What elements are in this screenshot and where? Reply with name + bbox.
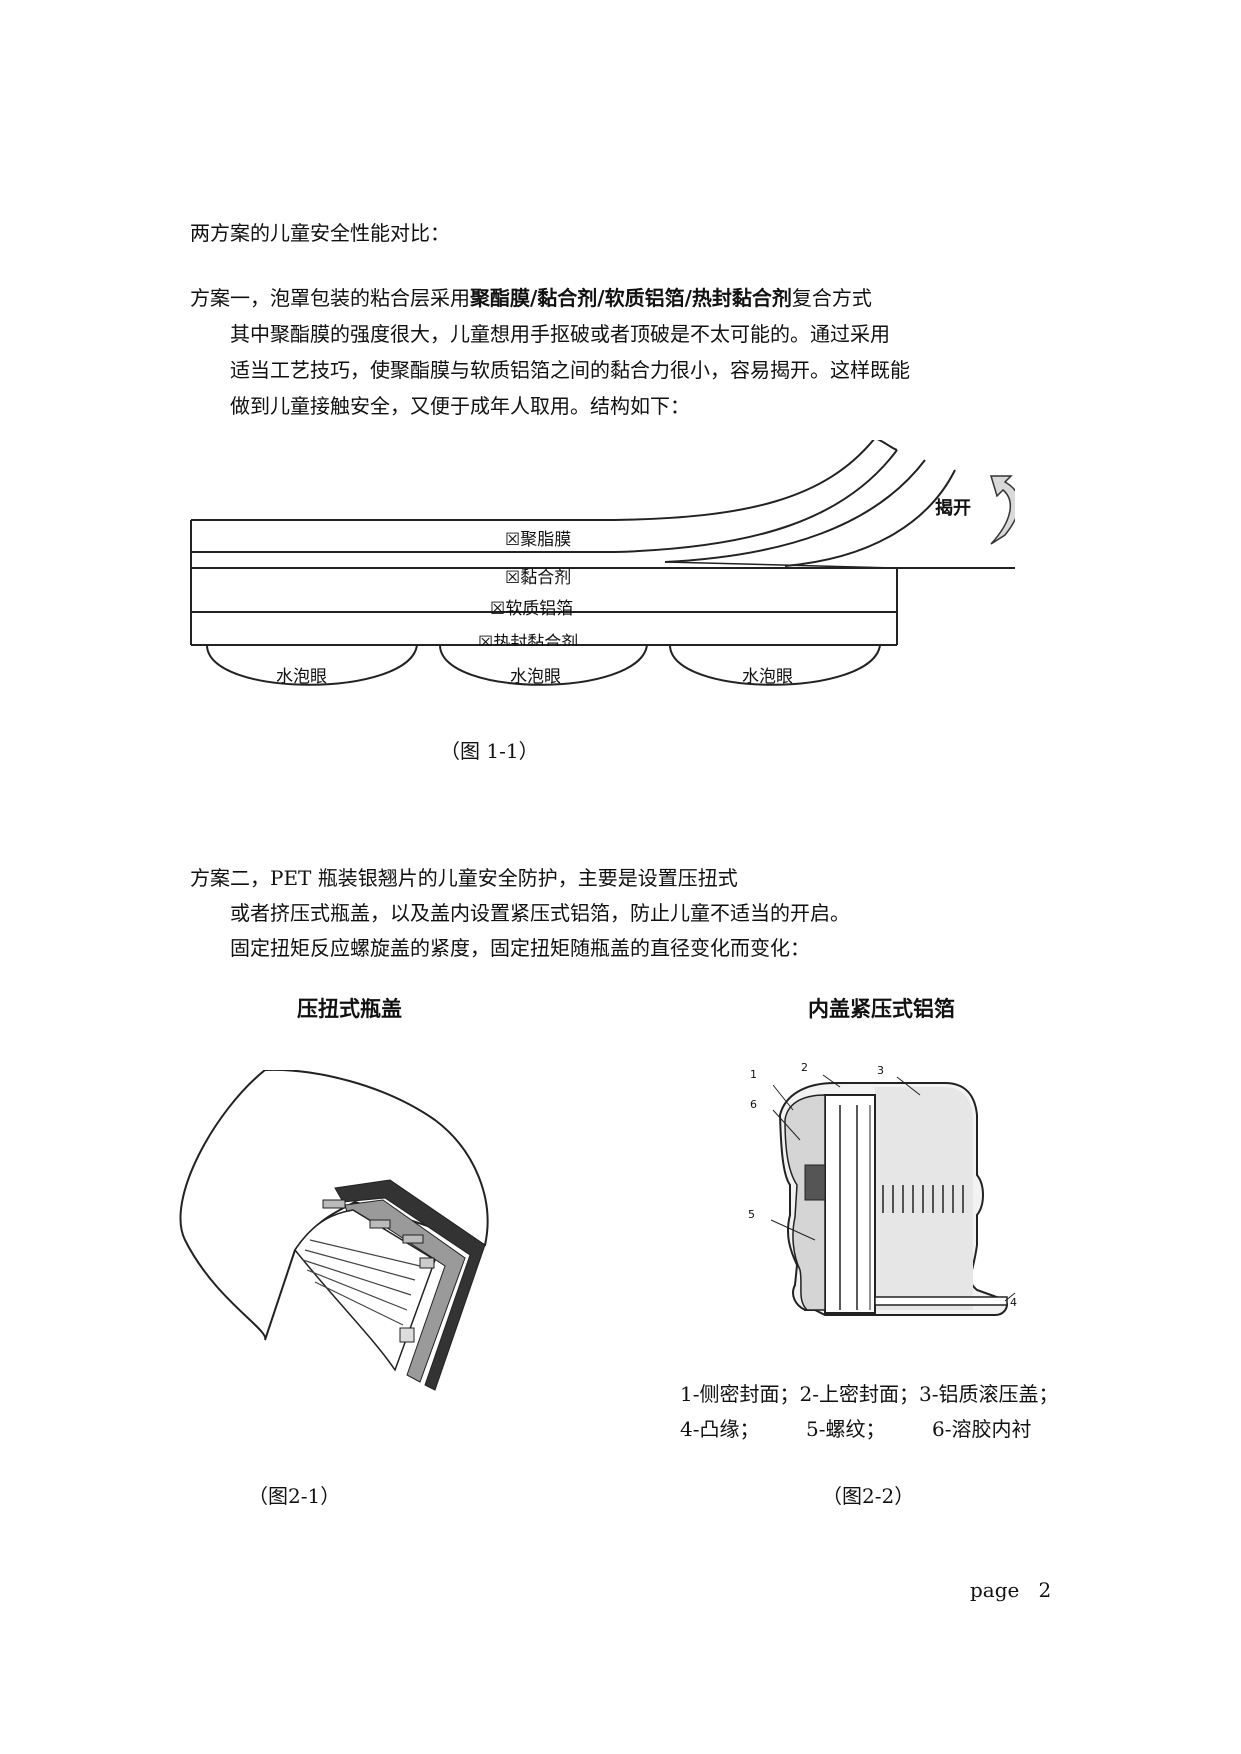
page-label: page [970,1578,1020,1602]
laminate-diagram [190,440,1015,686]
page-value: 2 [1038,1578,1052,1602]
foil-cap-drawing [770,1074,1016,1316]
fig2b-legend-item: 4-凸缘； [680,1417,760,1441]
layer-label-adhesive: ☒黏合剂 [505,568,572,588]
figure-caption: （图2-1） [248,1484,341,1508]
marker-4: 4 [1010,1296,1017,1309]
scheme1-heading: 方案一，泡罩包装的粘合层采用聚酯膜/黏合剂/软质铝箔/热封黏合剂复合方式 [190,280,872,316]
figure-caption: （图2-2） [822,1484,915,1508]
blister-shape [439,644,648,686]
intro-line: 两方案的儿童安全性能对比： [190,221,450,245]
blister-shape [206,644,418,686]
marker-6: 6 [750,1098,757,1111]
fig2b-legend-item: 5-螺纹； [806,1417,886,1441]
scheme2-line: 方案二，PET 瓶装银翘片的儿童安全防护，主要是设置压扭式 [190,866,738,890]
marker-1: 1 [750,1068,757,1081]
layer-label-polyester: ☒聚脂膜 [505,530,572,550]
blister-label: 水泡眼 [510,667,561,687]
film-inner-edge [664,459,926,563]
layer-label-heatseal: ☒热封黏合剂 [478,633,579,646]
blister-shape [669,644,881,686]
figure-caption: （图 1-1） [440,739,539,763]
fig2b-legend-item: 6-溶胶内衬 [932,1417,1032,1441]
scheme1-line: 做到儿童接触安全，又便于成年人取用。结构如下： [230,394,690,418]
layer-label-foil: ☒软质铝箔 [490,599,574,619]
scheme2-line: 固定扭矩反应螺旋盖的紧度，固定扭矩随瓶盖的直径变化而变化： [230,936,810,960]
scheme1-bold: 聚酯膜/黏合剂/软质铝箔/热封黏合剂 [470,286,792,310]
push-turn-cap-drawing [179,1070,489,1391]
film-back-edge [784,469,956,567]
figure-title-foil: 内盖紧压式铝箔 [808,997,955,1021]
scheme1-lead: 方案一，泡罩包装的粘合层采用 [190,286,470,310]
fig2b-legend: 1-侧密封面；2-上密封面；3-铝质滚压盖； [680,1382,1059,1406]
scheme2-line: 或者挤压式瓶盖，以及盖内设置紧压式铝箔，防止儿童不适当的开启。 [230,901,850,925]
film-top-edge [191,440,875,521]
blister-label: 水泡眼 [742,667,793,687]
figure-title-cap: 压扭式瓶盖 [297,997,402,1021]
scheme1-line: 其中聚酯膜的强度很大，儿童想用手抠破或者顶破是不太可能的。通过采用 [230,322,890,346]
scheme1-line: 适当工艺技巧，使聚酯膜与软质铝箔之间的黏合力很小，容易揭开。这样既能 [230,358,910,382]
page-number: page 2 [970,1572,1051,1608]
marker-2: 2 [801,1061,808,1074]
marker-5: 5 [748,1208,755,1221]
peel-arrow-icon [989,475,1015,545]
marker-3: 3 [877,1064,884,1077]
peel-label: 揭开 [935,498,971,519]
film-mid-edge [191,449,898,553]
blister-label: 水泡眼 [276,667,327,687]
scheme1-tail: 复合方式 [791,286,872,310]
